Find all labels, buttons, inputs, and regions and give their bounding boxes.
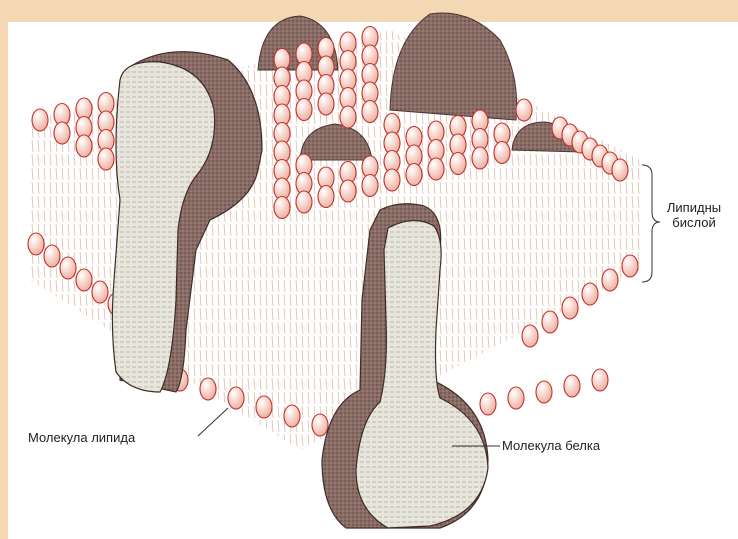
lipid-head (542, 311, 558, 333)
lipid-head (472, 147, 488, 169)
lipid-head (480, 393, 496, 415)
lipid-head (494, 142, 510, 164)
lipid-head (384, 169, 400, 191)
lipid-head (522, 325, 538, 347)
lipid-head (318, 93, 334, 115)
lipid-head (340, 180, 356, 202)
lipid-molecule-label: Молекула липида (28, 430, 135, 445)
lipid-head (340, 106, 356, 128)
lipid-head (44, 245, 60, 267)
lipid-head (296, 191, 312, 213)
lipid-head (602, 269, 618, 291)
lipid-head (362, 101, 378, 123)
lipid-head (318, 186, 334, 208)
lipid-head (200, 378, 216, 400)
lipid-head (564, 375, 580, 397)
lipid-head (622, 255, 638, 277)
lipid-head (76, 269, 92, 291)
lipid-head (32, 109, 48, 131)
lipid-head (296, 99, 312, 121)
bilayer-label: Липидны бислой (656, 200, 732, 230)
lipid-head (284, 405, 300, 427)
lipid-head (28, 233, 44, 255)
lipid-head (536, 381, 552, 403)
bilayer-label-line1: Липидны (656, 200, 732, 215)
bilayer-label-line2: бислой (656, 215, 732, 230)
lipid-head (428, 158, 444, 180)
lipid-head (592, 369, 608, 391)
lipid-head (612, 159, 628, 181)
lipid-head (450, 153, 466, 175)
lipid-head (256, 396, 272, 418)
lipid-head (76, 135, 92, 157)
lipid-head (54, 122, 70, 144)
lipid-head (406, 164, 422, 186)
lipid-head (362, 175, 378, 197)
lipid-head (60, 257, 76, 279)
lipid-head (228, 387, 244, 409)
lipid-head (516, 99, 532, 121)
lipid-head (98, 148, 114, 170)
lipid-head (582, 283, 598, 305)
lipid-head (312, 414, 328, 436)
lipid-leader-line (198, 408, 228, 436)
lipid-head (92, 281, 108, 303)
lipid-head (562, 297, 578, 319)
protein-molecule-label: Молекула белка (502, 438, 600, 453)
lipid-head (508, 387, 524, 409)
lipid-head (274, 197, 290, 219)
